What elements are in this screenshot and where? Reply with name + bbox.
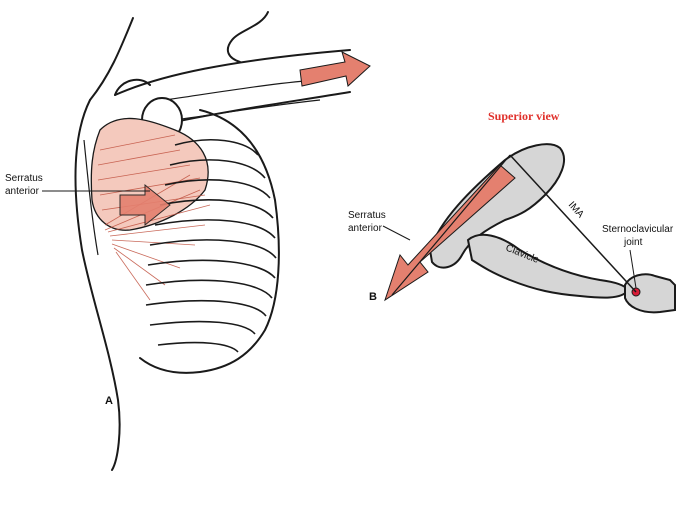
ima-label: IMA [566,200,586,221]
back-outline [74,99,121,471]
clavicle-bone [466,233,630,299]
serratus-leader-line-b [382,225,411,241]
panel-a-letter: A [105,395,113,407]
ima-axis-line [509,154,637,293]
neck-outline [89,17,134,101]
neck-right-outline [226,11,269,63]
shoulder-cap [114,78,151,96]
back-inner-outline [83,139,99,256]
serratus-label-b-line2: anterior [348,223,383,234]
arm-lower-edge [159,91,351,126]
serratus-pull-arrow-a [119,183,171,227]
panel-a-illustration: Serratus anterior A [5,11,371,471]
humerus-upper [164,79,321,101]
scapula-bone [428,143,565,269]
ribs [145,139,277,353]
sc-joint-leader [629,249,637,289]
rib-cage-outline [139,109,280,374]
serratus-direction-line-b [391,154,511,296]
humerus-lower [174,99,321,121]
protraction-arrow-a [299,51,371,87]
panel-b-title: Superior view [488,109,560,123]
panel-b-letter: B [369,291,377,303]
arm-upper-edge [114,49,351,96]
serratus-label-a-line2: anterior [5,186,40,197]
sternum-bone [624,273,676,314]
sc-joint-label-line2: joint [623,237,643,248]
serratus-label-a-line1: Serratus [5,173,43,184]
serratus-pull-arrow-b [384,164,516,302]
serratus-label-b-line1: Serratus [348,210,386,221]
panel-b-illustration: Superior view IMA Clavicle Serratus ante… [348,109,676,314]
sc-joint-label-line1: Sternoclavicular [602,224,674,235]
